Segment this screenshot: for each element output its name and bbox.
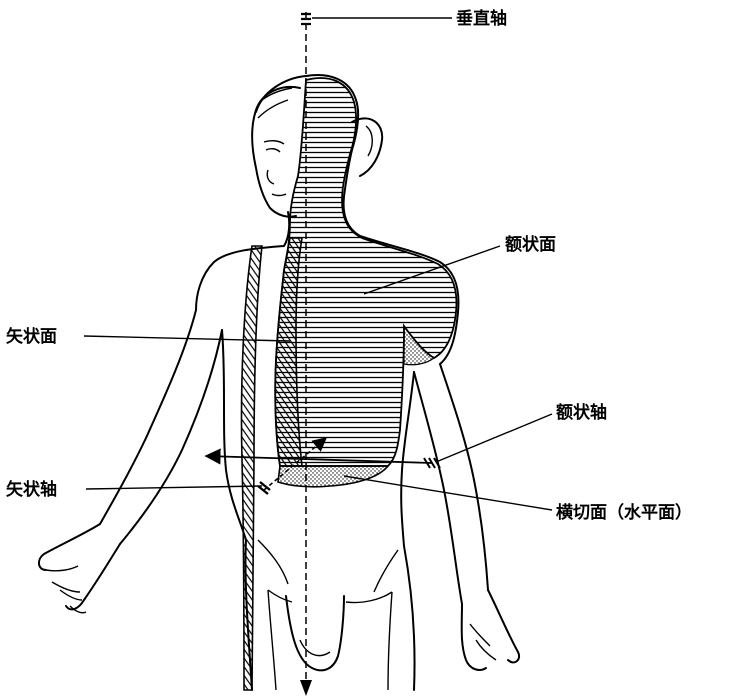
leader-transverse-plane — [344, 476, 552, 510]
leader-frontal-axis — [436, 414, 552, 462]
leader-sagittal-axis — [86, 486, 262, 489]
transverse-plane-dots — [278, 466, 388, 487]
frontal-plane-hatch — [275, 78, 456, 466]
label-sagittal-axis: 矢状轴 — [6, 479, 57, 500]
vertical-axis-arrowhead — [300, 680, 312, 696]
sagittal-axis-feather — [258, 482, 270, 494]
sagittal-plane-edge — [241, 246, 262, 690]
label-sagittal-plane: 矢状面 — [6, 326, 57, 347]
label-transverse-plane: 横切面（水平面） — [556, 502, 692, 523]
label-frontal-plane: 额状面 — [505, 234, 556, 255]
label-vertical-axis: 垂直轴 — [456, 8, 507, 29]
label-frontal-axis: 额状轴 — [556, 402, 607, 423]
